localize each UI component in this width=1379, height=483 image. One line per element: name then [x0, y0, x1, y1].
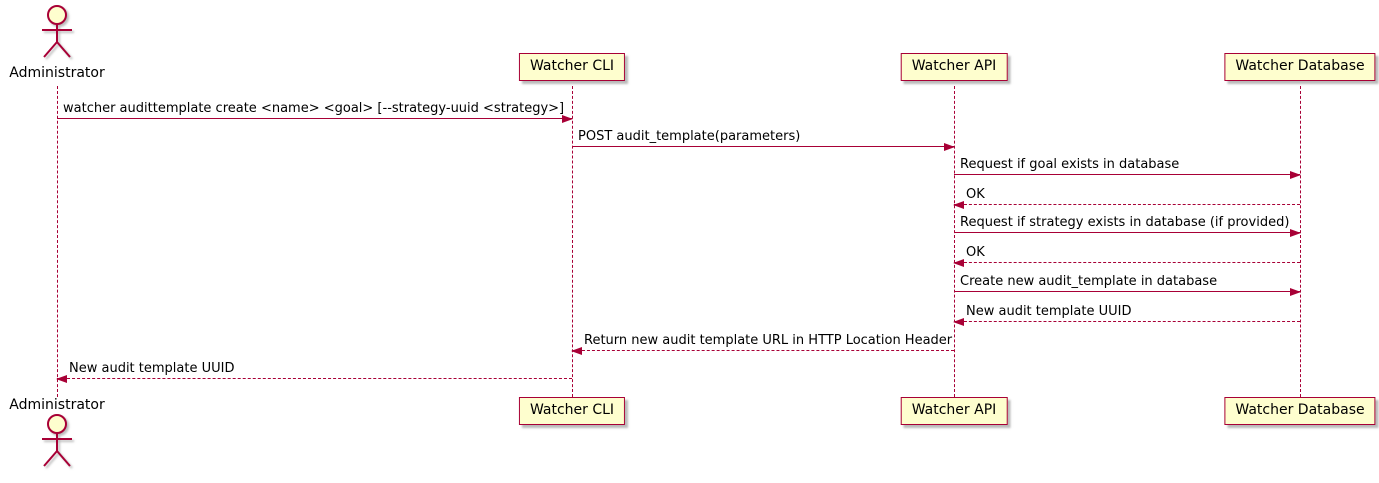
message-line — [954, 232, 1300, 233]
participant-watcher-cli-bottom: Watcher CLI — [518, 397, 626, 425]
message-request-goal-exists: Request if goal exists in database — [954, 157, 1301, 179]
actor-label-top: Administrator — [9, 65, 105, 81]
message-text: New audit template UUID — [69, 361, 235, 376]
message-text: New audit template UUID — [966, 304, 1132, 319]
message-line — [954, 321, 1300, 322]
message-line — [954, 262, 1300, 263]
arrowhead-left-icon — [953, 201, 964, 209]
message-line — [57, 118, 572, 119]
message-text: OK — [966, 245, 985, 260]
message-line — [954, 174, 1300, 175]
participant-watcher-api-top: Watcher API — [900, 53, 1008, 81]
message-request-strategy-exists: Request if strategy exists in database (… — [954, 215, 1301, 237]
message-post-audit-template: POST audit_template(parameters) — [572, 129, 955, 151]
participant-watcher-database-bottom: Watcher Database — [1224, 397, 1376, 425]
message-line — [572, 146, 954, 147]
message-text: Request if goal exists in database — [960, 157, 1180, 172]
arrowhead-right-icon — [1290, 229, 1301, 237]
message-line — [954, 291, 1300, 292]
message-text: POST audit_template(parameters) — [578, 129, 801, 144]
arrowhead-right-icon — [944, 143, 955, 151]
actor-icon — [42, 414, 72, 467]
message-text: watcher audittemplate create <name> <goa… — [63, 101, 565, 116]
participant-watcher-cli-top: Watcher CLI — [518, 53, 626, 81]
message-line — [572, 350, 954, 351]
arrowhead-left-icon — [953, 259, 964, 267]
arrowhead-right-icon — [1290, 288, 1301, 296]
actor-icon — [42, 5, 72, 58]
message-create-in-database: Create new audit_template in database — [954, 274, 1301, 296]
message-text: Return new audit template URL in HTTP Lo… — [584, 333, 953, 348]
message-goal-ok: OK — [953, 187, 1300, 209]
participant-watcher-api-bottom: Watcher API — [900, 397, 1008, 425]
message-line — [57, 378, 572, 379]
message-new-uuid-from-db: New audit template UUID — [953, 304, 1300, 326]
message-text: OK — [966, 187, 985, 202]
message-line — [954, 204, 1300, 205]
lifeline-watcher-api — [954, 86, 955, 397]
participant-watcher-database-top: Watcher Database — [1224, 53, 1376, 81]
arrowhead-right-icon — [1290, 171, 1301, 179]
arrowhead-left-icon — [56, 375, 67, 383]
message-text: Create new audit_template in database — [960, 274, 1218, 289]
message-create-audit-template: watcher audittemplate create <name> <goa… — [57, 101, 573, 123]
arrowhead-left-icon — [953, 318, 964, 326]
arrowhead-right-icon — [562, 115, 573, 123]
lifeline-watcher-database — [1300, 86, 1301, 397]
message-text: Request if strategy exists in database (… — [960, 215, 1290, 230]
message-strategy-ok: OK — [953, 245, 1300, 267]
lifeline-watcher-cli — [572, 86, 573, 397]
message-return-url-location-header: Return new audit template URL in HTTP Lo… — [571, 333, 954, 355]
arrowhead-left-icon — [571, 347, 582, 355]
actor-label-bottom: Administrator — [9, 397, 105, 413]
lifeline-administrator — [57, 86, 58, 397]
message-new-uuid-to-admin: New audit template UUID — [56, 361, 572, 383]
